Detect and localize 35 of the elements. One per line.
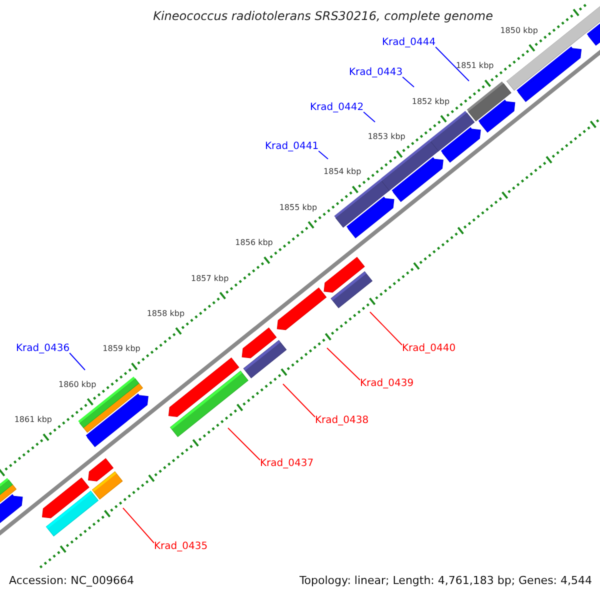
gene-label: Krad_0439 [360,378,414,390]
gene-label: Krad_0444 [382,37,436,49]
scale-label: 1851 kbp [456,61,494,71]
gene-label: Krad_0443 [349,67,403,79]
gene-label: Krad_0441 [265,141,319,153]
scale-label: 1855 kbp [279,202,318,212]
leader-line [402,76,414,88]
gene-label: Krad_0435 [154,541,208,553]
scale-label: 1860 kbp [58,380,96,390]
leader-line [370,312,402,346]
leader-line [435,46,470,82]
gene-label: Krad_0438 [315,415,369,427]
scale-label: 1858 kbp [146,309,185,319]
scale-label: 1850 kbp [500,26,538,36]
leader-line [69,352,86,370]
leader-line [363,112,376,122]
scale-label: 1852 kbp [412,96,450,106]
accession-text: Accession: NC_009664 [9,574,134,588]
scale-label: 1861 kbp [14,415,52,425]
gene-label: Krad_0440 [402,343,456,355]
genome-info-text: Topology: linear; Length: 4,761,183 bp; Genes: 4,544 [299,574,592,588]
scale-label: 1853 kbp [368,132,406,142]
gene-label: Krad_0442 [310,102,364,114]
map-title: Kineococcus radiotolerans SRS30216, complete genome [153,9,493,24]
scale-label: 1854 kbp [324,167,362,178]
gene-label: Krad_0437 [260,458,314,470]
leader-line [122,508,154,544]
scale-label: 1859 kbp [102,344,140,354]
leader-line [228,428,260,460]
leader-line [318,150,328,160]
scale-label: 1857 kbp [191,274,229,284]
leader-line [326,348,360,380]
leader-line [282,384,316,418]
gene-label: Krad_0436 [16,343,70,355]
scale-label: 1856 kbp [235,238,273,248]
